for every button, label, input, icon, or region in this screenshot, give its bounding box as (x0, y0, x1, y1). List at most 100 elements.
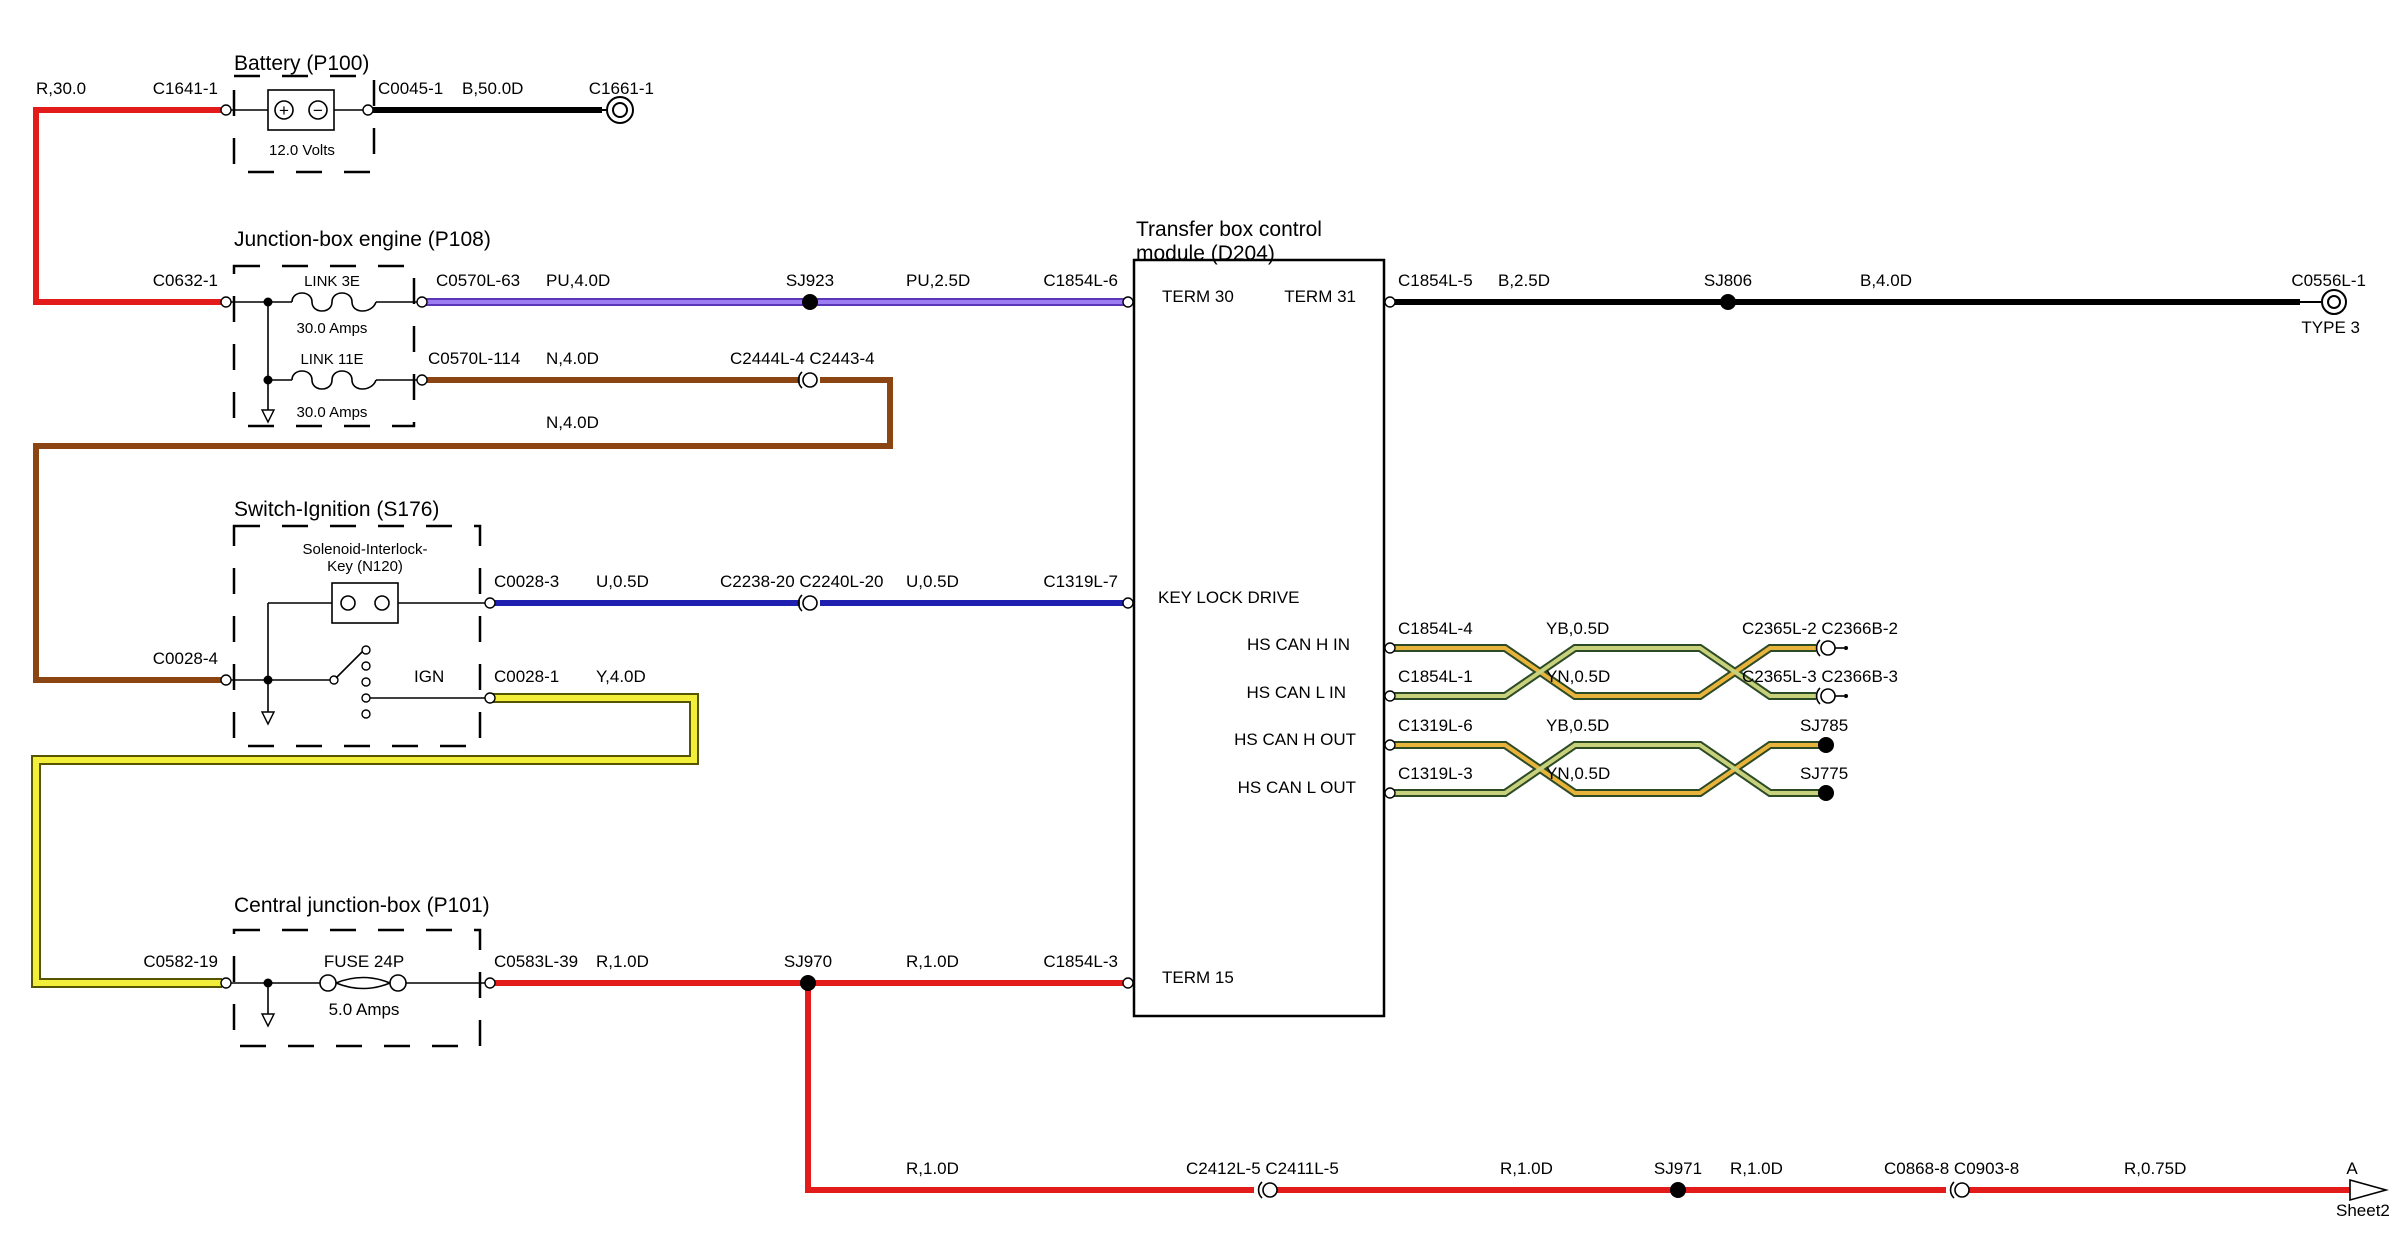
term15-pin-label: C1854L-3 (1043, 952, 1118, 971)
switch-ign-pin-terminal[interactable] (484, 692, 496, 704)
y-wire-label: Y,4.0D (596, 667, 646, 686)
module-term30-label: TERM 30 (1162, 287, 1234, 306)
ground-connector-icon[interactable] (2300, 289, 2347, 315)
link-11e-name: LINK 11E (300, 351, 363, 368)
module-can-h-in-label: HS CAN H IN (1247, 635, 1350, 654)
battery-title: Battery (P100) (234, 52, 369, 75)
link-3e-out-label: C0570L-63 (436, 271, 520, 290)
n-wire-label: N,4.0D (546, 349, 599, 368)
battery-boundary (232, 74, 376, 174)
transfer-box-control-module[interactable] (1132, 258, 1386, 1018)
off-page-letter: A (2346, 1159, 2358, 1178)
off-page-sheet-label[interactable]: Sheet2 (2336, 1201, 2390, 1220)
splice-sj806[interactable] (1720, 294, 1736, 310)
wire-ignition-fill (33, 695, 697, 986)
wire-ignition[interactable] (31, 693, 699, 988)
can-l-out-wire-label: YN,0.5D (1546, 764, 1610, 783)
module-title-line2: module (D204) (1136, 242, 1275, 265)
can-h-out-pin-terminal[interactable] (1384, 739, 1396, 751)
can-h-in-dest-label: C2365L-2 C2366B-2 (1742, 619, 1898, 638)
can-h-in-pin-label: C1854L-4 (1398, 619, 1473, 638)
bottom-wire-2-label: R,1.0D (1500, 1159, 1553, 1178)
wire-brown-return[interactable] (33, 377, 893, 683)
battery-component[interactable]: + − (228, 74, 376, 174)
u-wire-2-label: U,0.5D (906, 572, 959, 591)
switch-lock-pin-label: C0028-3 (494, 572, 559, 591)
can-l-in-pin-terminal[interactable] (1384, 690, 1396, 702)
wire-bottom-feed[interactable] (805, 983, 1254, 1193)
central-junction-pin-out-terminal[interactable] (484, 977, 496, 989)
module-can-l-out-label: HS CAN L OUT (1238, 778, 1356, 797)
can-l-out-pin-label: C1319L-3 (1398, 764, 1473, 783)
brown-inline-connector-label: C2444L-4 C2443-4 (730, 349, 875, 368)
splice-sj775[interactable] (1818, 785, 1834, 801)
term15-pin-terminal[interactable] (1122, 977, 1134, 989)
module-can-h-out-label: HS CAN H OUT (1234, 730, 1356, 749)
term31-pin-terminal[interactable] (1384, 296, 1396, 308)
battery-pin-out-terminal[interactable] (362, 104, 374, 116)
link-11e-out-terminal[interactable] (416, 374, 428, 386)
wire-battery-feed[interactable] (33, 107, 222, 305)
ground-connector-label: C0556L-1 (2291, 271, 2366, 290)
battery-ground-wire-label: B,50.0D (462, 79, 523, 98)
battery-pin-in-terminal[interactable] (220, 104, 232, 116)
central-junction-pin-out-label: C0583L-39 (494, 952, 578, 971)
ground-type-label: TYPE 3 (2301, 318, 2360, 337)
switch-ignition-boundary (232, 524, 482, 748)
can-h-in-dest-connector-icon[interactable] (1815, 639, 1848, 657)
link-3e-rating: 30.0 Amps (297, 320, 368, 337)
bottom-inline-1-connector-icon[interactable] (1257, 1181, 1278, 1199)
link-3e-out-terminal[interactable] (416, 296, 428, 308)
can-l-out-pin-terminal[interactable] (1384, 787, 1396, 799)
switch-ignition[interactable] (228, 524, 488, 748)
pu-wire-2-label: PU,2.5D (906, 271, 970, 290)
central-junction-box-title: Central junction-box (P101) (234, 894, 490, 917)
battery-plus-icon: + (279, 101, 289, 120)
key-lock-pin-terminal[interactable] (1122, 597, 1134, 609)
link-3e-name: LINK 3E (304, 273, 360, 290)
fuse-24p-rating: 5.0 Amps (329, 1000, 400, 1019)
splice-sj775-label: SJ775 (1800, 764, 1848, 783)
splice-sj971[interactable] (1670, 1182, 1686, 1198)
pu-wire-label: PU,4.0D (546, 271, 610, 290)
fuse-24p-name: FUSE 24P (324, 952, 404, 971)
off-page-arrow-icon[interactable] (2349, 1178, 2389, 1202)
bottom-inline-2-connector-icon[interactable] (1949, 1181, 1970, 1199)
link-11e-out-label: C0570L-114 (428, 349, 520, 368)
splice-sj785[interactable] (1818, 737, 1834, 753)
switch-pin-in-terminal[interactable] (220, 674, 232, 686)
switch-lever-icon (335, 647, 367, 679)
battery-minus-icon: − (313, 101, 323, 120)
central-junction-box[interactable] (228, 928, 488, 1048)
link-3e-fusible-icon (291, 292, 377, 312)
battery-ground-connector-icon[interactable] (602, 96, 634, 124)
term30-pin-terminal[interactable] (1122, 296, 1134, 308)
r-wire-label: R,1.0D (596, 952, 649, 971)
ign-position-label: IGN (414, 667, 444, 686)
central-junction-pin-in-terminal[interactable] (220, 977, 232, 989)
battery-voltage: 12.0 Volts (269, 142, 335, 159)
blue-inline-connector-icon[interactable] (797, 594, 818, 612)
junction-engine-pin-in-label: C0632-1 (153, 271, 218, 290)
can-h-in-pin-terminal[interactable] (1384, 642, 1396, 654)
central-junction-box-boundary (232, 928, 482, 1048)
splice-sj970[interactable] (800, 975, 816, 991)
splice-sj923[interactable] (802, 294, 818, 310)
bottom-wire-4-label: R,0.75D (2124, 1159, 2186, 1178)
b-wire-2-label: B,4.0D (1860, 271, 1912, 290)
junction-box-engine[interactable] (228, 264, 420, 428)
can-l-in-dest-connector-icon[interactable] (1815, 687, 1848, 705)
brown-inline-connector-icon[interactable] (797, 371, 818, 389)
switch-lock-pin-terminal[interactable] (484, 597, 496, 609)
bottom-inline-2-label: C0868-8 C0903-8 (1884, 1159, 2019, 1178)
battery-pin-out-label: C0045-1 (378, 79, 443, 98)
central-junction-pin-in-label: C0582-19 (143, 952, 218, 971)
can-bus-input-pair-fill (1394, 646, 1816, 698)
junction-engine-pin-in-terminal[interactable] (220, 296, 232, 308)
term30-pin-label: C1854L-6 (1043, 271, 1118, 290)
can-bus-output-pair-fill (1394, 743, 1826, 795)
link-11e-rating: 30.0 Amps (297, 404, 368, 421)
blue-inline-connector-label: C2238-20 C2240L-20 (720, 572, 884, 591)
bottom-wire-1-label: R,1.0D (906, 1159, 959, 1178)
term31-pin-label: C1854L-5 (1398, 271, 1473, 290)
